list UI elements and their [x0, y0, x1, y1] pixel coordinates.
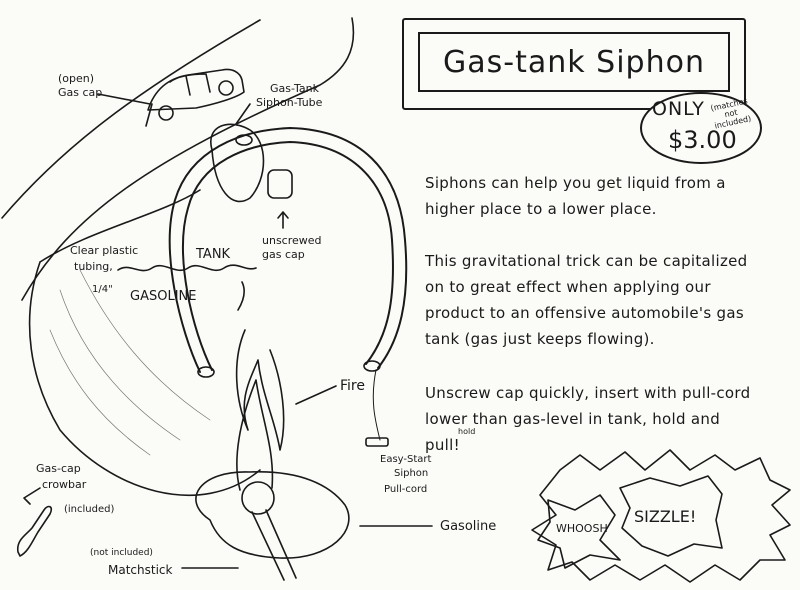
- fire-drawing: [235, 281, 285, 451]
- explosion-burst: [531, 449, 791, 583]
- label-tank: TANK: [195, 247, 231, 262]
- title-frame: Gas-tank Siphon: [402, 18, 746, 110]
- match-flame: [236, 379, 274, 491]
- label-gasoline: Gasoline: [440, 519, 496, 534]
- paragraph-2: This gravitational trick can be capitali…: [425, 252, 748, 348]
- pull-cord: [372, 369, 381, 441]
- crowbar-drawing: [16, 505, 53, 557]
- label-pullcord-1: Easy-Start: [380, 454, 432, 465]
- paragraph-3: Unscrew cap quickly, insert with pull-co…: [425, 384, 751, 454]
- label-unscrewed-1: unscrewed: [262, 234, 322, 247]
- label-hold: hold: [458, 427, 475, 436]
- label-tubing-1: Clear plastic: [70, 244, 138, 257]
- label-siphon-tube-2: Siphon-Tube: [256, 96, 323, 109]
- label-pullcord-2: Siphon: [394, 468, 428, 479]
- label-gasoline-line: GASOLINE: [130, 289, 196, 304]
- road-edge-top: [1, 19, 261, 219]
- matchstick-drawing: [251, 509, 297, 581]
- price-amount: $3.00: [668, 126, 737, 154]
- page-title: Gas-tank Siphon: [418, 32, 730, 92]
- paragraph-1: Siphons can help you get liquid from a h…: [425, 174, 726, 218]
- label-sizzle: SIZZLE!: [634, 507, 696, 526]
- label-siphon-tube-1: Gas-Tank: [270, 82, 320, 95]
- price-only-label: ONLY: [652, 98, 705, 120]
- pointer-fire: [295, 385, 337, 405]
- pointer-tube: [235, 103, 251, 125]
- label-whoosh: WHOOSH: [556, 522, 608, 535]
- label-crowbar-2: crowbar: [42, 478, 87, 491]
- label-unscrewed-2: gas cap: [262, 248, 305, 261]
- label-not-included: (not included): [90, 548, 153, 558]
- gas-cap-drawing: [267, 169, 293, 199]
- gasoline-puddle: [195, 471, 350, 559]
- siphon-tube-inner: [182, 141, 394, 371]
- description-middle: This gravitational trick can be capitali…: [425, 248, 770, 352]
- tank-opening: [210, 123, 265, 203]
- car-drawing: [145, 68, 245, 127]
- label-open-gascap-1: (open): [58, 72, 94, 85]
- label-pullcord-3: Pull-cord: [384, 484, 427, 495]
- label-crowbar-3: (included): [64, 504, 114, 515]
- whoosh-burst: [537, 494, 621, 569]
- match-head: [241, 481, 275, 515]
- price-badge: ONLY (matches not included) $3.00: [640, 92, 762, 164]
- label-matchstick: Matchstick: [108, 563, 173, 577]
- sizzle-burst: [619, 475, 723, 557]
- pointer-open-gascap: [97, 93, 151, 105]
- label-tubing-size: 1/4": [92, 284, 113, 295]
- hill-outline: [28, 189, 261, 496]
- description-intro: Siphons can help you get liquid from a h…: [425, 170, 770, 222]
- label-crowbar-1: Gas-cap: [36, 462, 81, 475]
- label-open-gascap-2: Gas cap: [58, 86, 102, 99]
- road-edge-bottom: [21, 17, 355, 301]
- gasoline-level-line: [117, 264, 257, 272]
- ground-shading: [49, 269, 211, 456]
- description-instructions: Unscrew cap quickly, insert with pull-co…: [425, 380, 755, 458]
- label-tubing-2: tubing,: [74, 260, 113, 273]
- label-fire: Fire: [340, 378, 365, 394]
- siphon-tube: [168, 127, 408, 373]
